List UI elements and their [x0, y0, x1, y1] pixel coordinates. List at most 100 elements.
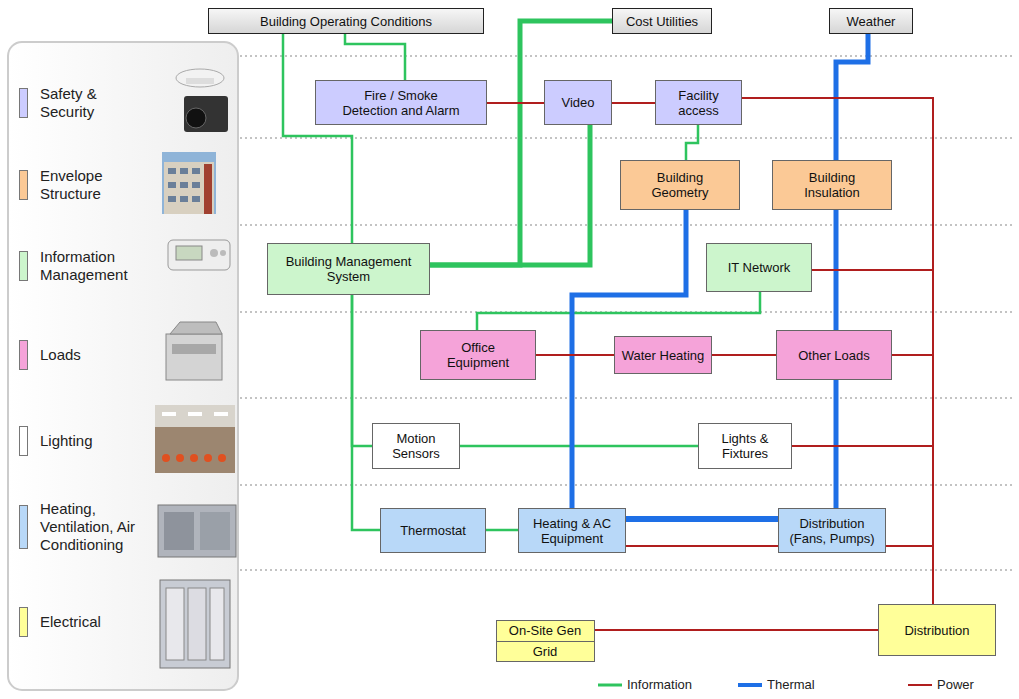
- controller-body: [168, 240, 230, 270]
- connector-line: [486, 529, 518, 532]
- connector-line: [886, 546, 933, 604]
- box-label: Building Operating Conditions: [260, 14, 432, 29]
- window: [168, 182, 176, 188]
- component-box: Building Management System: [267, 243, 430, 295]
- connector-line: [487, 102, 544, 104]
- legend-label: Electrical: [40, 613, 101, 631]
- component-box: IT Network: [706, 243, 812, 292]
- switchgear-panel: [166, 588, 184, 660]
- box-label: Water Heating: [622, 348, 705, 363]
- window: [180, 168, 188, 174]
- box-label: Cost Utilities: [626, 14, 698, 29]
- ceiling-light: [162, 412, 176, 416]
- connector-line: [812, 270, 933, 604]
- component-box: On-Site GenGrid: [496, 620, 595, 662]
- building-icon: [162, 152, 216, 214]
- ceiling: [155, 405, 235, 427]
- switchgear-panel: [210, 588, 224, 660]
- camera-lens: [186, 108, 206, 128]
- legend-swatch: [19, 607, 28, 637]
- appliance-icon: [166, 322, 222, 380]
- legend-line-sample: [738, 683, 762, 687]
- chair: [190, 454, 198, 462]
- switchgear-panel: [188, 588, 206, 660]
- ceiling-light: [214, 412, 228, 416]
- connector-line: [283, 34, 352, 243]
- smoke-detector: [176, 69, 224, 87]
- component-box: Water Heating: [614, 336, 712, 374]
- input-box: Cost Utilities: [612, 8, 712, 34]
- connector-line: [892, 355, 933, 604]
- camera-body: [184, 96, 228, 132]
- connector-line: [686, 125, 698, 160]
- box-label: Distribution (Fans, Pumps): [786, 516, 878, 546]
- chair: [176, 454, 184, 462]
- air-handler-panel: [164, 512, 194, 550]
- connector-line: [477, 292, 760, 330]
- window: [192, 182, 200, 188]
- legend-swatch: [19, 170, 28, 200]
- row-separator: [240, 137, 1015, 139]
- switchgear-icon: [160, 580, 230, 668]
- box-label: Office Equipment: [438, 340, 518, 370]
- row-separator: [240, 484, 1015, 486]
- box-label: Lights & Fixtures: [714, 431, 776, 461]
- box-label: Building Insulation: [787, 170, 877, 200]
- connector-line: [626, 545, 778, 547]
- legend-label: Power: [937, 677, 974, 693]
- room-photo: [155, 405, 235, 473]
- box-label: Other Loads: [798, 348, 870, 363]
- row-separator: [240, 55, 1015, 57]
- component-box: Office Equipment: [420, 330, 536, 380]
- row-separator: [240, 569, 1015, 571]
- ceiling-light: [188, 412, 202, 416]
- connector-line: [626, 516, 778, 522]
- legend-label: Heating, Ventilation, Air Conditioning: [40, 500, 152, 554]
- component-box: Distribution (Fans, Pumps): [778, 508, 886, 553]
- box-label: Building Geometry: [635, 170, 725, 200]
- component-box: Other Loads: [776, 330, 892, 380]
- component-box: Building Geometry: [620, 160, 740, 210]
- input-box: Weather: [829, 8, 913, 34]
- connector-line: [345, 34, 405, 80]
- legend-label: Information Management: [40, 248, 150, 284]
- legend-swatch: [19, 251, 28, 281]
- building: [164, 162, 214, 214]
- controller-button: [210, 249, 218, 257]
- controller-screen: [176, 246, 202, 260]
- box-label: On-Site Gen: [497, 621, 594, 641]
- input-box: Building Operating Conditions: [208, 8, 484, 34]
- controller-icon: [168, 240, 230, 270]
- connector-line: [595, 629, 879, 631]
- box-label: Video: [561, 95, 594, 110]
- connector-line: [460, 445, 698, 448]
- air-handler-icon: [158, 505, 236, 557]
- component-box: Facility access: [655, 80, 742, 125]
- connector-line: [352, 295, 380, 530]
- component-box: Heating & AC Equipment: [518, 508, 626, 553]
- chair: [162, 454, 170, 462]
- switchgear-body: [160, 580, 230, 668]
- box-label: Thermostat: [400, 523, 466, 538]
- connector-line: [834, 380, 839, 508]
- box-label: Heating & AC Equipment: [527, 516, 617, 546]
- connector-line: [430, 125, 590, 265]
- component-box: Thermostat: [380, 508, 486, 553]
- box-label: Distribution: [904, 623, 969, 638]
- connector-line: [430, 21, 612, 265]
- row-separators: [240, 56, 1015, 570]
- box-label: Facility access: [664, 88, 734, 118]
- legend-line-sample: [598, 684, 622, 687]
- legend-label: Thermal: [767, 677, 815, 693]
- category-panel: [8, 42, 238, 690]
- legend-swatch: [19, 426, 28, 456]
- box-label: Grid: [497, 641, 594, 662]
- legend-swatch: [19, 505, 28, 549]
- room: [155, 405, 235, 473]
- sky: [162, 152, 216, 214]
- row-separator: [240, 397, 1015, 399]
- appliance-top: [170, 322, 222, 334]
- air-handler-body: [158, 505, 236, 557]
